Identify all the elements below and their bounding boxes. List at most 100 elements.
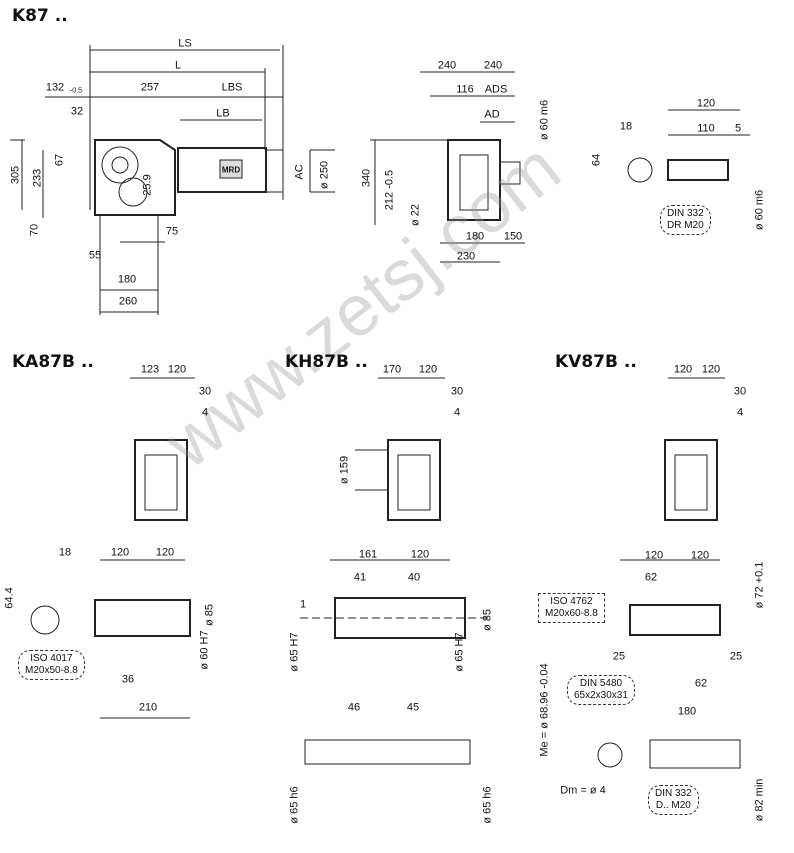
- dim-l: L: [174, 59, 182, 72]
- dim-me: Me = ø 68.96 -0.04: [538, 663, 551, 757]
- dim-65-h7-b: ø 65 H7: [453, 632, 466, 672]
- dim-120: 120: [167, 363, 187, 376]
- dim-120-a: 120: [673, 363, 693, 376]
- dim-150: 150: [503, 230, 523, 243]
- dim-4: 4: [201, 406, 209, 419]
- dim-67: 67: [53, 153, 66, 167]
- dim-64-4: 64.4: [3, 587, 16, 609]
- dim-132-tol: -0.5: [69, 87, 83, 95]
- kh87b-title: KH87B ..: [285, 352, 368, 372]
- dim-65-h6-a: ø 65 h6: [288, 786, 301, 824]
- dim-36: 36: [121, 673, 135, 686]
- kv87b-title: KV87B ..: [555, 352, 637, 372]
- dim-45: 45: [406, 701, 420, 714]
- dim-120-a: 120: [110, 546, 130, 559]
- callout-line: DR M20: [667, 220, 704, 231]
- dim-123: 123: [140, 363, 160, 376]
- dim-75: 75: [165, 225, 179, 238]
- kh87b-hollow-shaft: [300, 559, 490, 765]
- dim-260: 260: [118, 295, 138, 308]
- callout-line: DIN 332: [655, 788, 692, 799]
- dim-40: 40: [407, 571, 421, 584]
- dim-65-h7-a: ø 65 H7: [288, 632, 301, 672]
- dim-25-9: 25.9: [141, 174, 154, 196]
- callout-line: ISO 4762: [550, 596, 593, 607]
- dim-212: 212 -0.5: [383, 169, 396, 211]
- ka87b-title: KA87B ..: [12, 352, 94, 372]
- dim-70: 70: [28, 223, 41, 237]
- dim-shaft-18: 18: [619, 120, 633, 133]
- dim-240-a: 240: [437, 59, 457, 72]
- dim-240-b: 240: [483, 59, 503, 72]
- dim-120-lower: 120: [410, 548, 430, 561]
- dim-ac: AC: [293, 164, 306, 180]
- callout-line: M20x60-8.8: [545, 608, 598, 619]
- dim-60-m6: ø 60 m6: [538, 99, 551, 141]
- kh87b-housing: [355, 377, 445, 521]
- callout-line: ISO 4017: [30, 653, 73, 664]
- dim-55: 55: [88, 249, 102, 262]
- dim-340: 340: [360, 168, 373, 188]
- dim-32: 32: [70, 105, 84, 118]
- dim-233: 233: [31, 168, 44, 188]
- callout-line: 65x2x30x31: [574, 690, 628, 701]
- dim-72: ø 72 +0.1: [753, 561, 766, 609]
- dim-85: ø 85: [481, 608, 494, 632]
- dim-shaft-120: 120: [696, 97, 716, 110]
- callout-line: M20x50-8.8: [25, 665, 78, 676]
- dim-170: 170: [382, 363, 402, 376]
- ka87b-hollow-shaft: [30, 559, 191, 719]
- k87-side-view: [370, 71, 525, 263]
- dim-4: 4: [453, 406, 461, 419]
- k87-title: K87 ..: [12, 6, 68, 26]
- dim-dm: Dm = ø 4: [560, 784, 606, 797]
- dim-ads: ADS: [484, 83, 508, 96]
- motor-nameplate: MRD: [221, 165, 241, 175]
- dim-ad: AD: [484, 108, 500, 121]
- dim-257: 257: [140, 81, 160, 94]
- dim-46: 46: [347, 701, 361, 714]
- dim-25-b: 25: [729, 650, 743, 663]
- k87-shaft-detail: [627, 109, 750, 183]
- callout-line: DIN 5480: [579, 678, 623, 689]
- dim-lower-120-b: 120: [690, 549, 710, 562]
- dim-85: ø 85: [203, 603, 216, 627]
- k87-front-view: [10, 45, 335, 315]
- dim-250: ø 250: [318, 160, 331, 190]
- dim-210: 210: [138, 701, 158, 714]
- dim-132: 132: [45, 81, 65, 94]
- dim-120-b: 120: [155, 546, 175, 559]
- dim-shaft-110: 110: [697, 122, 715, 135]
- kv87b-housing: [664, 377, 725, 521]
- dim-180: 180: [117, 273, 137, 286]
- dim-82: ø 82 min: [753, 778, 766, 822]
- callout-line: D.. M20: [655, 800, 691, 811]
- dim-65-h6-b: ø 65 h6: [481, 786, 494, 824]
- dim-lbs: LBS: [221, 81, 243, 94]
- dim-shaft-5: 5: [734, 122, 742, 135]
- dim-120-b: 120: [701, 363, 721, 376]
- dim-25-a: 25: [612, 650, 626, 663]
- dim-305: 305: [9, 165, 22, 185]
- dim-230: 230: [456, 250, 476, 263]
- dim-180: 180: [677, 705, 697, 718]
- dim-62-b: 62: [694, 677, 708, 690]
- dim-ls: LS: [178, 37, 192, 50]
- dim-159: ø 159: [338, 455, 351, 485]
- dim-lower-120-a: 120: [644, 549, 664, 562]
- dim-22: ø 22: [409, 203, 422, 227]
- dim-41: 41: [353, 571, 367, 584]
- dim-shaft-60: ø 60 m6: [753, 189, 766, 231]
- kv87b-hollow-shaft: [597, 559, 741, 769]
- dim-shaft-64: 64: [590, 153, 603, 167]
- dim-30: 30: [733, 385, 747, 398]
- dim-30: 30: [198, 385, 212, 398]
- dim-116: 116: [456, 83, 474, 96]
- dim-161: 161: [358, 548, 378, 561]
- dim-120: 120: [418, 363, 438, 376]
